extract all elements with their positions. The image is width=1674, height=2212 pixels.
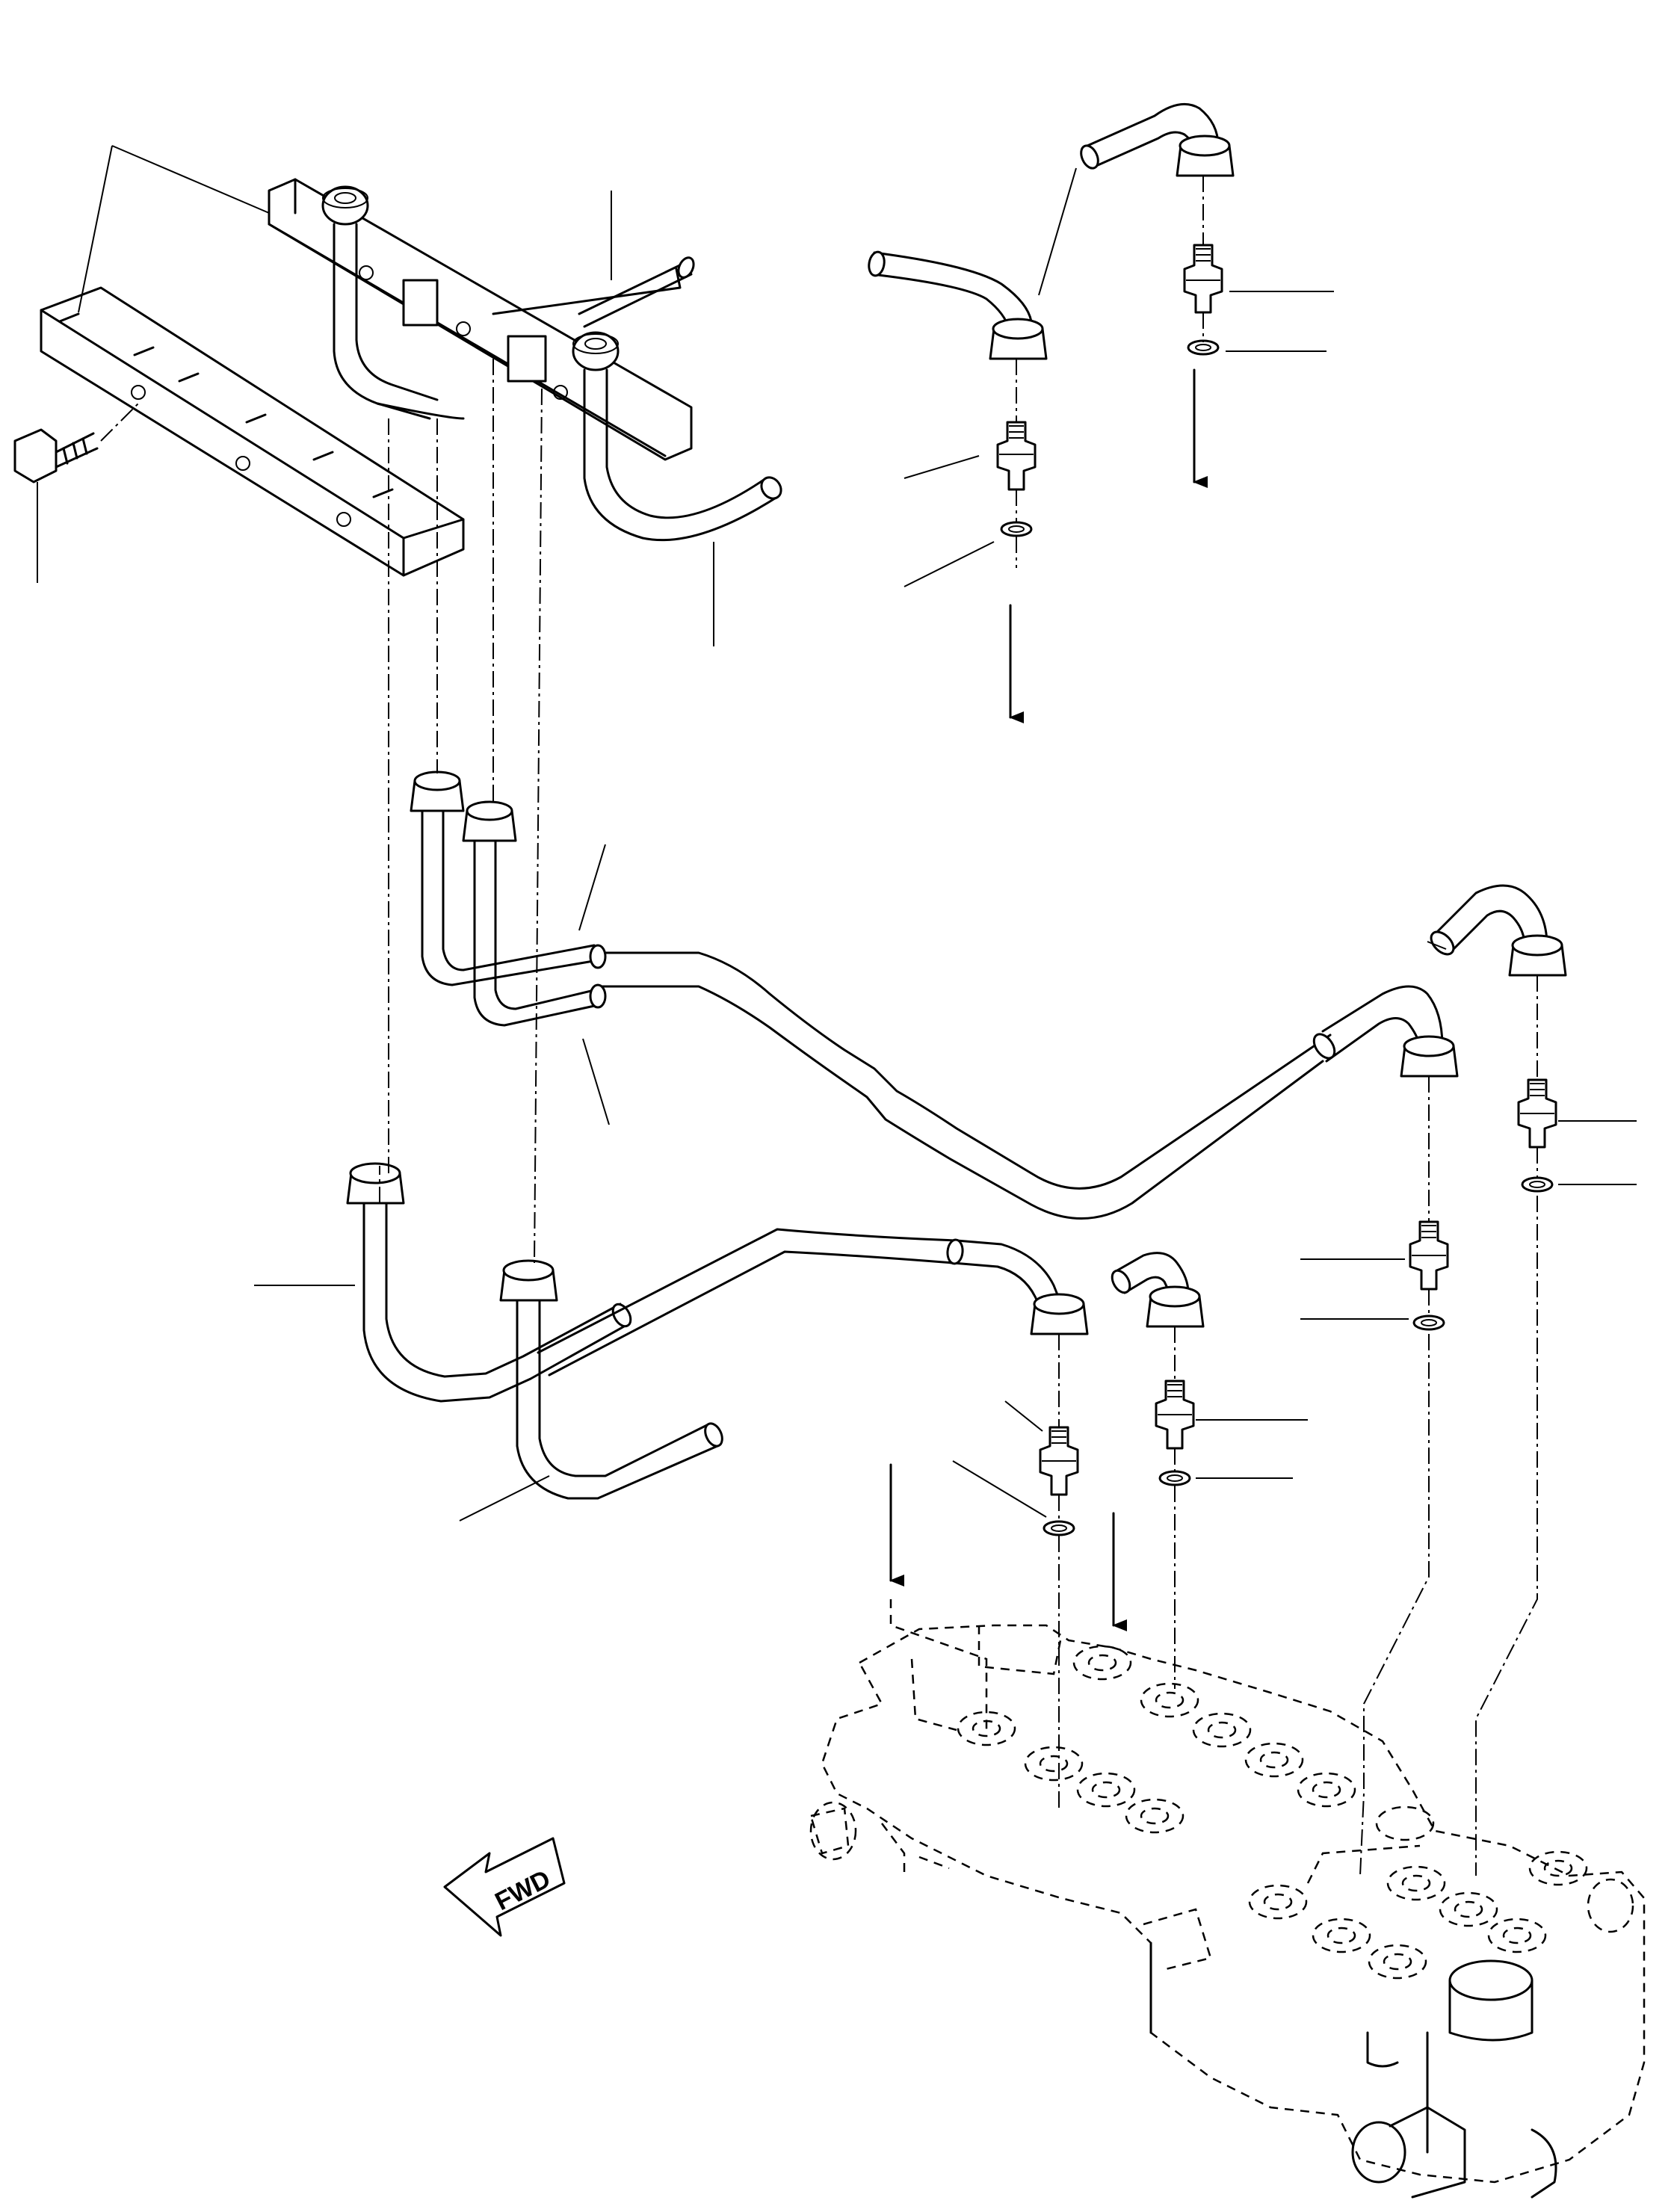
bracket-fitting-top (321, 185, 369, 226)
valve-ports (957, 1645, 1588, 1980)
nut-middle-b (1508, 934, 1567, 977)
connector-lower-b (1155, 1380, 1195, 1450)
nut-upper-a (989, 318, 1048, 360)
middle-pipe-pair (421, 809, 1444, 1220)
nut-middle-a (1400, 1035, 1459, 1078)
connector-middle-b (1517, 1078, 1557, 1149)
control-valve-phantom (809, 1624, 1646, 2199)
lower-pipe-elbow-a (946, 1238, 1063, 1306)
connector-middle-a (1409, 1220, 1449, 1291)
gasket-lower-b (1158, 1470, 1191, 1486)
connector-upper-b (1183, 244, 1223, 314)
leader-lines (37, 145, 1637, 1521)
gasket-lower-a (1043, 1520, 1075, 1536)
nut-lower-b (1146, 1285, 1205, 1328)
upper-pipe-left-loop (333, 223, 465, 420)
middle-pipe-far (1430, 884, 1548, 956)
gasket-middle-b (1521, 1176, 1554, 1193)
middle-nuts (410, 770, 517, 842)
nut-upper-b (1176, 135, 1235, 177)
gasket-upper-b (1187, 339, 1220, 356)
fwd-direction-badge: FWD (443, 1837, 566, 1937)
lower-nuts-left (346, 1162, 558, 1302)
upper-pipe-front-bend (583, 368, 782, 542)
gasket-middle-a (1412, 1314, 1445, 1331)
upper-pipe-elbow-a (492, 250, 1033, 338)
bracket-fitting-front (572, 331, 620, 371)
bolt (13, 403, 139, 484)
gasket-upper-a (1000, 521, 1033, 537)
lower-pipe-left (362, 1202, 632, 1403)
lower-pipe-mid (516, 1228, 958, 1500)
connector-lower-a (1039, 1426, 1079, 1496)
nut-lower-a (1030, 1293, 1089, 1335)
mounting-bracket (40, 178, 693, 577)
connector-upper-a (996, 421, 1037, 491)
